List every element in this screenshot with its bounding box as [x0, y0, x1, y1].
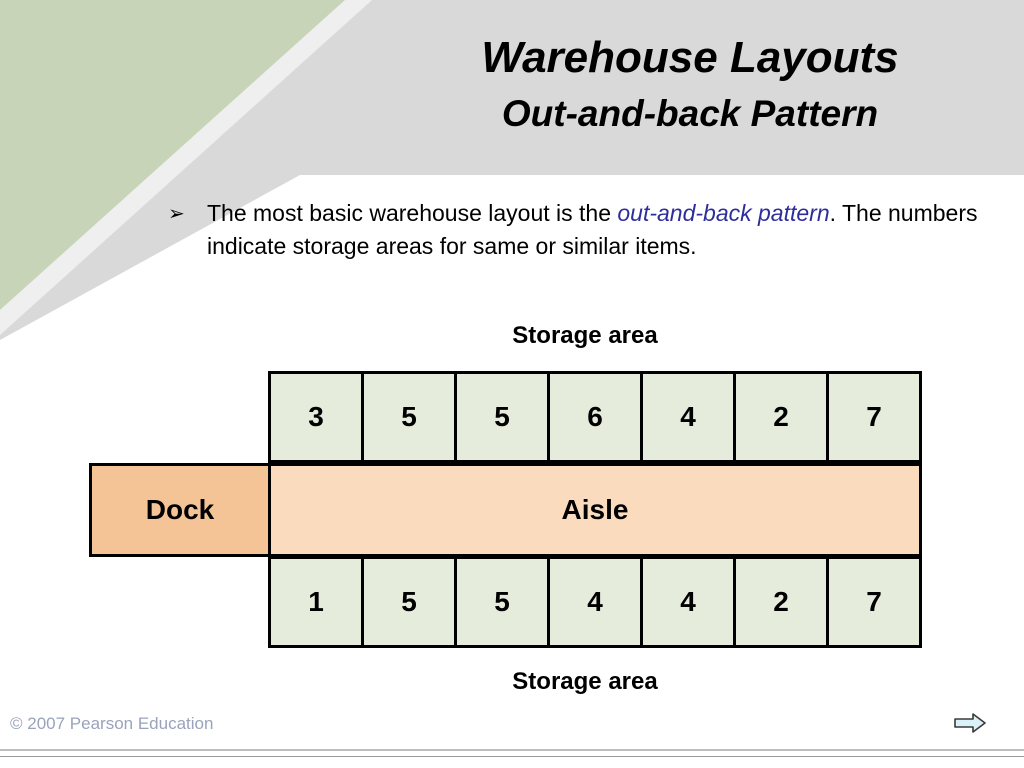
slide-title: Warehouse Layouts	[481, 33, 899, 82]
diagonal-highlight	[0, 0, 372, 335]
storage-cell: 4	[547, 559, 640, 645]
storage-cell: 2	[733, 374, 826, 460]
storage-cell: 5	[361, 374, 454, 460]
storage-cell: 3	[308, 401, 324, 432]
storage-cell: 6	[547, 374, 640, 460]
bullet-point: ➢ The most basic warehouse layout is the…	[168, 197, 1008, 263]
copyright-notice: © 2007 Pearson Education	[10, 714, 214, 733]
bullet-text-after: . The numbers indicate storage areas for…	[207, 200, 978, 259]
bullet-text-before: The most basic warehouse layout is the	[207, 200, 618, 226]
storage-cell: 2	[733, 559, 826, 645]
storage-cell: 4	[640, 374, 733, 460]
footer-divider	[0, 749, 1024, 751]
footer-divider	[0, 756, 1024, 757]
bullet-text: The most basic warehouse layout is the o…	[207, 197, 1008, 263]
storage-cell: 1	[308, 586, 324, 617]
bullet-emphasis: out-and-back pattern	[617, 200, 830, 226]
storage-area-caption-top: Storage area	[512, 322, 658, 349]
slide-subtitle: Out-and-back Pattern	[501, 93, 879, 134]
storage-cell: 4	[640, 559, 733, 645]
storage-row-bottom: 1 5 5 4 4 2 7	[268, 556, 922, 648]
dock-area: Dock	[89, 463, 271, 557]
storage-row-top: 3 5 5 6 4 2 7	[268, 371, 922, 463]
storage-area-caption-bottom: Storage area	[512, 668, 658, 695]
storage-cell: 7	[826, 559, 919, 645]
storage-cell: 5	[361, 559, 454, 645]
next-slide-arrow-icon[interactable]	[954, 712, 986, 734]
storage-cell: 5	[454, 374, 547, 460]
arrowhead-bullet-icon: ➢	[168, 203, 185, 225]
storage-cell: 5	[454, 559, 547, 645]
aisle-area: Aisle	[268, 463, 922, 557]
storage-cell: 7	[826, 374, 919, 460]
